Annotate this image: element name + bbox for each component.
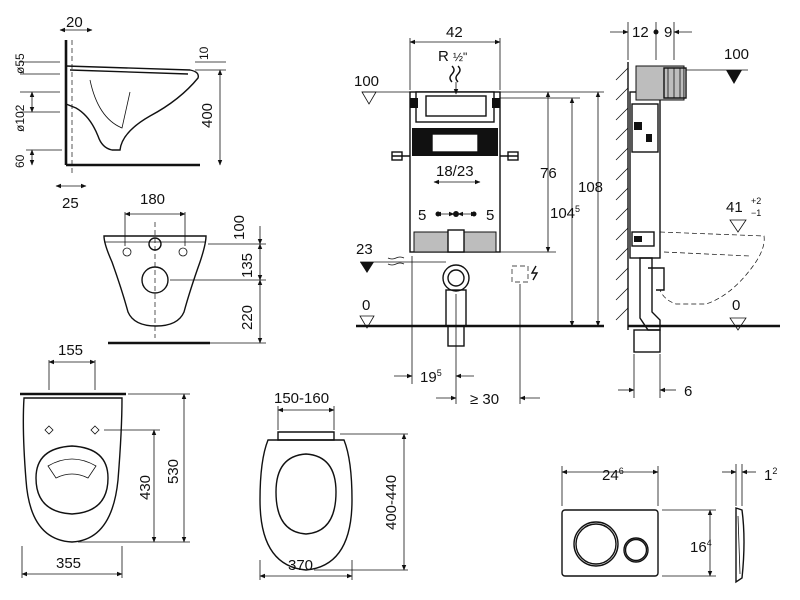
dim-5-right: 5	[486, 207, 494, 224]
dim-104: 1045	[550, 204, 580, 222]
wall-hatch	[615, 67, 629, 321]
dim-108: 108	[578, 179, 603, 196]
side-view: 20 ø55 ø102 10 400 60 25	[13, 14, 226, 212]
seat-opening	[275, 453, 337, 535]
bowl-inner	[35, 445, 109, 515]
dim-5-left: 5	[418, 207, 426, 224]
frame-front-view: R ½" 42 100 76 1045 108 18/23 5 5 23	[354, 24, 604, 408]
bowl-outline	[22, 397, 123, 543]
dim-23: 23	[356, 241, 373, 258]
flush-plate	[561, 509, 659, 577]
dim-135: 135	[239, 253, 256, 278]
dim-10: 10	[197, 46, 211, 60]
dim-ge30: ≥ 30	[470, 391, 499, 408]
dim-430: 430	[137, 475, 154, 500]
bowl-rear-outline	[103, 235, 207, 327]
dim-370: 370	[288, 557, 313, 574]
dim-76: 76	[540, 165, 557, 182]
dim-60: 60	[13, 154, 27, 168]
seat-view: 150-160 400-440 370	[259, 390, 408, 580]
dim-12: 12	[632, 24, 649, 41]
dim-1: 12	[764, 466, 777, 484]
dim-dia102: ø102	[13, 104, 27, 132]
dim-0-side: 0	[732, 297, 740, 314]
dim-0-frame: 0	[362, 297, 370, 314]
dim-19: 195	[420, 368, 442, 386]
bowl-top-view: 155 430 530 355	[20, 342, 190, 578]
dim-41-plus: +2	[751, 196, 761, 206]
dim-355: 355	[56, 555, 81, 572]
dim-18-23: 18/23	[436, 163, 474, 180]
dim-dia55: ø55	[13, 53, 27, 74]
flush-plate-profile	[735, 507, 745, 584]
electric-symbol	[530, 265, 539, 281]
flush-plate-view: 246 164 12	[561, 464, 777, 584]
dim-6: 6	[684, 383, 692, 400]
dim-9: 9	[664, 24, 672, 41]
dim-20: 20	[66, 14, 83, 31]
bowl-profile	[65, 65, 200, 151]
dim-41: 41	[726, 199, 743, 216]
dim-24: 246	[602, 466, 624, 484]
rear-view: 180 100 135 220	[103, 191, 266, 345]
bowl-dashed-outline	[659, 231, 765, 305]
seat-hinge	[277, 431, 335, 441]
dim-180: 180	[140, 191, 165, 208]
dim-100-side: 100	[724, 46, 749, 63]
dim-16: 164	[690, 538, 712, 556]
dim-400: 400	[199, 103, 216, 128]
dim-100-frame: 100	[354, 73, 379, 90]
dim-530: 530	[165, 459, 182, 484]
dim-400-440: 400-440	[383, 475, 400, 530]
flush-button-large	[573, 521, 619, 567]
flush-button-small	[623, 537, 649, 563]
dim-42: 42	[446, 24, 463, 41]
dim-25: 25	[62, 195, 79, 212]
cistern-side	[635, 65, 685, 101]
dim-41-minus: −1	[751, 208, 761, 218]
seat-outline	[259, 439, 353, 571]
drain-outlet	[442, 264, 470, 292]
dim-150-160: 150-160	[274, 390, 329, 407]
dim-r-thread: R ½"	[438, 48, 467, 65]
frame-side-view: 12 9 100 41 +2 −1 0 6	[610, 22, 780, 400]
water-supply-symbol	[449, 65, 461, 83]
dim-220: 220	[239, 305, 256, 330]
dim-155: 155	[58, 342, 83, 359]
dim-100-top: 100	[231, 215, 248, 240]
